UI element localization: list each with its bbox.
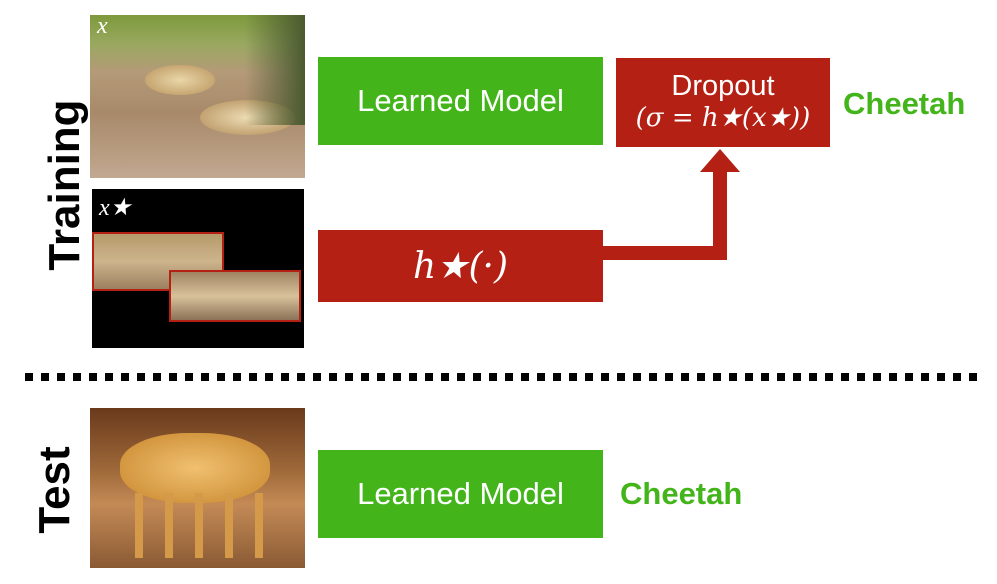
test-label: Test: [30, 446, 79, 534]
foliage: [245, 15, 305, 125]
learned-model-box-training: Learned Model: [318, 57, 603, 145]
bounding-box-2: [169, 270, 301, 322]
training-image-x: x: [90, 13, 305, 178]
dropout-title: Dropout: [671, 69, 775, 102]
hstar-label: h★(·): [413, 245, 508, 287]
learned-model-label: Learned Model: [357, 476, 564, 511]
learned-model-box-test: Learned Model: [318, 450, 603, 538]
x-label: x: [97, 13, 108, 39]
cheetah-legs: [135, 493, 265, 558]
arrow-hstar-to-dropout: [600, 149, 740, 260]
learned-model-label: Learned Model: [357, 83, 564, 118]
test-image: [90, 408, 305, 568]
training-prediction: Cheetah: [843, 86, 966, 121]
hstar-box: h★(·): [318, 230, 603, 302]
cheetah-walking: [120, 433, 270, 503]
arrow-shaft: [600, 168, 727, 260]
dropout-formula: (σ = h★(x★)): [635, 102, 811, 133]
dropout-box: Dropout (σ = h★(x★)): [616, 58, 830, 147]
arrow-head-icon: [700, 149, 740, 172]
xstar-label: x★: [99, 195, 132, 221]
section-divider: [25, 373, 980, 381]
cheetah-resting-1: [145, 65, 215, 95]
training-image-xstar: x★: [92, 189, 304, 348]
test-prediction: Cheetah: [620, 476, 743, 511]
training-label: Training: [40, 99, 89, 271]
